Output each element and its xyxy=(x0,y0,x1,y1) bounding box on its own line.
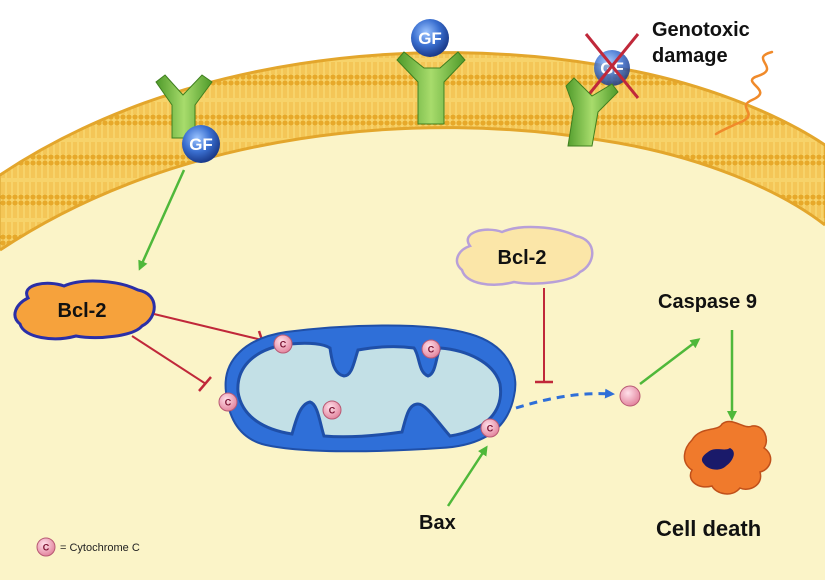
legend: C = Cytochrome C xyxy=(36,537,140,557)
gf-ligand-1: GF xyxy=(182,125,220,163)
activation-arrow-gf-bcl2 xyxy=(138,169,186,271)
cross-line-2 xyxy=(584,33,640,99)
activation-arrow-bax xyxy=(446,445,488,507)
cytochrome-c-1: C xyxy=(273,334,293,354)
bax-label: Bax xyxy=(419,512,456,534)
receptor-2 xyxy=(396,51,466,125)
genotoxic-label-line2: damage xyxy=(652,45,728,67)
receptor-3 xyxy=(565,77,619,147)
gf-ligand-3-blocked: GF xyxy=(584,33,640,99)
genotoxic-label-line1: Genotoxic xyxy=(652,19,750,41)
mitochondrion xyxy=(224,324,517,453)
svg-text:C: C xyxy=(43,543,50,553)
bcl2-active-label: Bcl-2 xyxy=(58,300,107,322)
legend-text: = Cytochrome C xyxy=(60,542,140,554)
dead-cell-icon xyxy=(683,420,772,495)
lightning-squiggle-icon xyxy=(714,50,774,136)
released-cytochrome-c xyxy=(619,385,641,407)
cell-death-label: Cell death xyxy=(656,516,761,541)
svg-text:C: C xyxy=(329,406,336,416)
bcl2-inactive-label: Bcl-2 xyxy=(498,247,547,269)
svg-text:C: C xyxy=(428,345,435,355)
cytochrome-c-4: C xyxy=(322,400,342,420)
bcl2-active: Bcl-2 xyxy=(13,279,156,341)
gf-ligand-2: GF xyxy=(411,19,449,57)
inhibition-bcl2-mito-lower xyxy=(131,335,212,392)
inhibition-bcl2-release xyxy=(535,288,553,384)
activation-arrow-caspase9 xyxy=(639,338,701,385)
bcl2-inactive: Bcl-2 xyxy=(455,225,594,286)
cytochrome-c-5: C xyxy=(480,418,500,438)
gf-label-2: GF xyxy=(418,29,442,48)
cytochrome-c-3: C xyxy=(218,392,238,412)
cytochrome-release-arrow xyxy=(515,388,615,410)
receptor-1 xyxy=(155,74,213,139)
svg-text:C: C xyxy=(487,424,494,434)
caspase9-label: Caspase 9 xyxy=(658,291,757,313)
svg-text:C: C xyxy=(225,398,232,408)
legend-cytochrome-icon xyxy=(36,537,56,557)
svg-text:C: C xyxy=(280,340,287,350)
cytochrome-c-2: C xyxy=(421,339,441,359)
gf-label-1: GF xyxy=(189,135,213,154)
